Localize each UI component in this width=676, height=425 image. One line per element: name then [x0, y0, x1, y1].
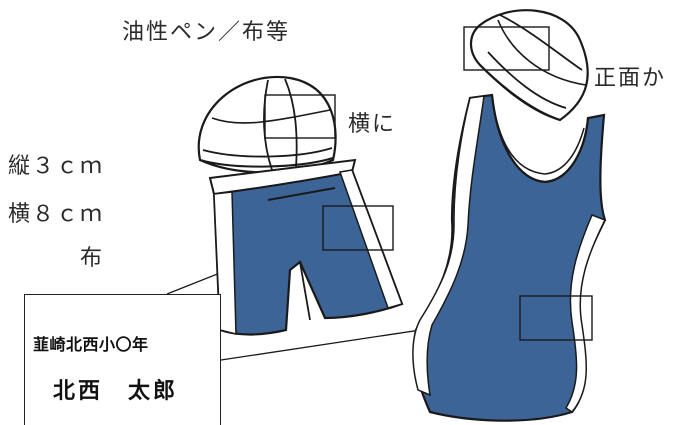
- school-grade-text: 韮崎北西小〇年: [33, 335, 149, 354]
- swimsuit: [412, 93, 607, 422]
- cloth-label: 布: [80, 246, 105, 271]
- height-size-label: 縦３ｃｍ: [8, 154, 105, 179]
- swim-cap-large: [469, 9, 589, 122]
- label-box-swimsuit: [519, 295, 593, 341]
- swim-cap-small: [197, 75, 337, 174]
- front-label: 正面か: [594, 66, 667, 91]
- student-name-text: 北西 太郎: [53, 378, 179, 404]
- label-box-cap-front: [463, 26, 550, 71]
- side-label: 横に: [348, 112, 397, 137]
- swim-trunks: [208, 158, 404, 336]
- label-box-cap-side: [264, 94, 336, 139]
- pen-cloth-label: 油性ペン／布等: [122, 20, 291, 45]
- width-size-label: 横８ｃｍ: [8, 202, 105, 227]
- name-card: 韮崎北西小〇年 北西 太郎: [24, 294, 221, 425]
- label-box-trunks: [322, 205, 394, 251]
